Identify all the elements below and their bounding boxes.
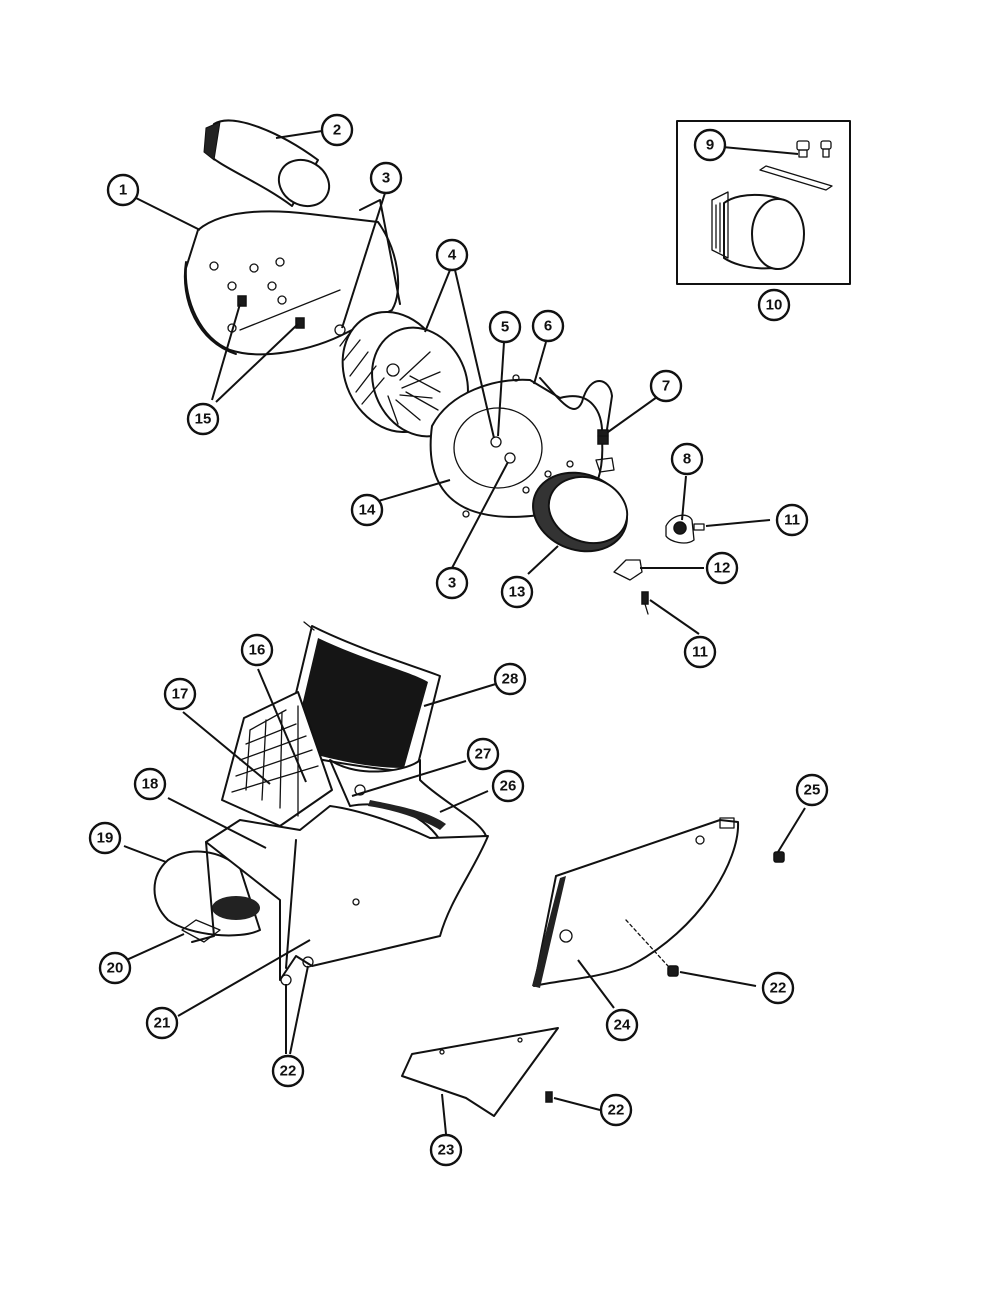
callout-label: 16 (249, 642, 266, 659)
screw-part-22-right (667, 965, 679, 977)
callout-17: 17 (163, 677, 197, 711)
callout-9: 9 (693, 128, 727, 162)
callout-14: 14 (350, 493, 384, 527)
duct-part-26 (329, 759, 487, 841)
callout-20: 20 (98, 951, 132, 985)
bracket-part-12 (613, 559, 643, 581)
callout-label: 3 (382, 170, 390, 187)
callout-7: 7 (649, 369, 683, 403)
callout-6: 6 (531, 309, 565, 343)
inset-box (676, 120, 851, 285)
callout-22-left: 22 (271, 1054, 305, 1088)
callout-19: 19 (88, 821, 122, 855)
screw-part-11 (641, 591, 649, 615)
callout-label: 11 (784, 512, 800, 529)
wire-bracket-part-6 (539, 377, 613, 437)
callout-13: 13 (500, 575, 534, 609)
callout-15: 15 (186, 402, 220, 436)
callout-26: 26 (491, 769, 525, 803)
duct-part-19 (153, 850, 261, 937)
callout-10: 10 (757, 288, 791, 322)
inset-motor-part-10 (711, 191, 805, 270)
ring-part-13 (532, 471, 629, 553)
callout-3-top: 3 (369, 161, 403, 195)
callout-label: 21 (154, 1015, 171, 1032)
callout-label: 14 (359, 502, 376, 519)
callout-label: 6 (544, 318, 552, 335)
leader-lines (121, 130, 806, 1135)
callout-label: 19 (97, 830, 114, 847)
inset-hardware-part-9 (796, 140, 832, 158)
motor-part-2 (203, 119, 331, 208)
callout-label: 4 (448, 247, 457, 264)
callout-1: 1 (106, 173, 140, 207)
callout-2: 2 (320, 113, 354, 147)
panel-part-24 (532, 817, 740, 988)
callout-25: 25 (795, 773, 829, 807)
thermostat-part-8 (665, 514, 705, 544)
callout-label: 26 (500, 778, 517, 795)
callout-label: 8 (683, 451, 691, 468)
callout-label: 13 (509, 584, 526, 601)
callout-label: 23 (438, 1142, 455, 1159)
callout-22-bottom: 22 (599, 1093, 633, 1127)
callout-label: 22 (770, 980, 787, 997)
callout-label: 24 (614, 1017, 631, 1034)
callout-16: 16 (240, 633, 274, 667)
callout-24: 24 (605, 1008, 639, 1042)
callout-label: 28 (502, 671, 519, 688)
duct-housing-part-21 (181, 805, 489, 986)
screw-part-22-lower (545, 1091, 553, 1103)
callout-label: 2 (333, 122, 341, 139)
callout-21: 21 (145, 1006, 179, 1040)
screw-part-25 (773, 851, 785, 863)
callout-8: 8 (670, 442, 704, 476)
callout-label: 25 (804, 782, 821, 799)
callout-28: 28 (493, 662, 527, 696)
callout-18: 18 (133, 767, 167, 801)
callout-label: 7 (662, 378, 670, 395)
callout-label: 5 (501, 319, 509, 336)
callout-22-right: 22 (761, 971, 795, 1005)
inset-strap (759, 165, 833, 191)
callout-label: 18 (142, 776, 159, 793)
callout-label: 9 (706, 137, 714, 154)
callout-23: 23 (429, 1133, 463, 1167)
callout-label: 11 (692, 644, 708, 661)
deflector-part-23 (401, 1027, 559, 1117)
lint-screen-part-28 (281, 621, 441, 773)
screw-part-7 (597, 429, 609, 445)
callout-label: 3 (448, 575, 456, 592)
callout-label: 27 (475, 746, 492, 763)
callout-3-bottom: 3 (435, 566, 469, 600)
callout-label: 17 (172, 686, 189, 703)
callout-label: 10 (766, 297, 783, 314)
callout-label: 15 (195, 411, 212, 428)
callout-label: 22 (608, 1102, 625, 1119)
callout-11-top: 11 (775, 503, 809, 537)
callout-label: 1 (119, 182, 127, 199)
callout-27: 27 (466, 737, 500, 771)
callout-label: 22 (280, 1063, 297, 1080)
callout-label: 12 (714, 560, 731, 577)
callout-4: 4 (435, 238, 469, 272)
callout-11-bottom: 11 (683, 635, 717, 669)
callout-label: 20 (107, 960, 124, 977)
callout-12: 12 (705, 551, 739, 585)
callout-5: 5 (488, 310, 522, 344)
